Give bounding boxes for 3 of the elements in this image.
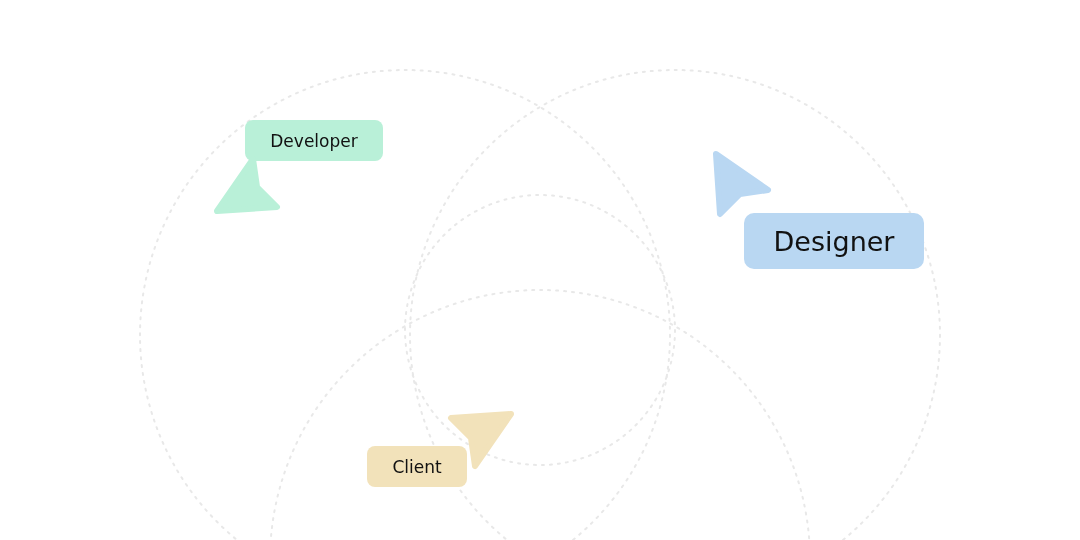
name-label: Designer (744, 213, 924, 269)
name-label: Developer (245, 120, 383, 161)
name-label: Client (367, 446, 467, 487)
